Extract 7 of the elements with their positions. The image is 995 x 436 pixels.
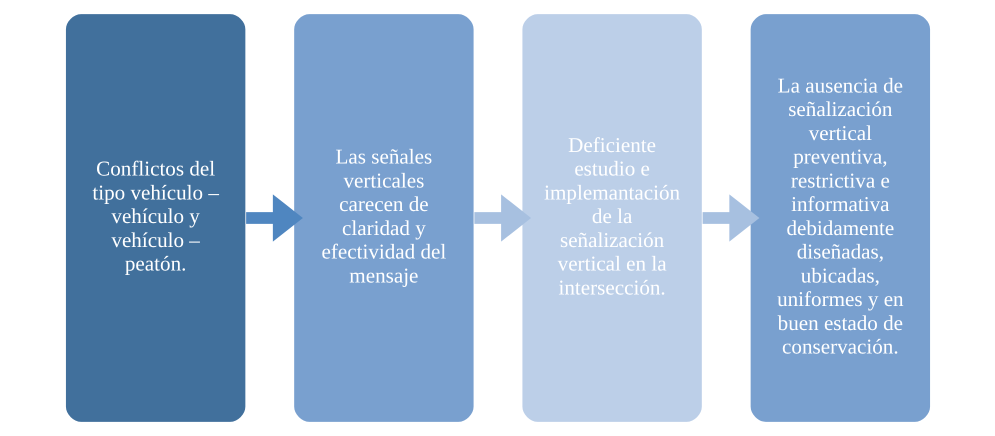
arrow bbox=[474, 194, 531, 242]
node-box: Las señales verticales carecen de claridad y efectividad del mensaje bbox=[292, 12, 474, 424]
node-box: Conflictos del tipo vehículo – vehículo y vehículo – peatón. bbox=[64, 12, 246, 424]
node-box: Deficiente estudio e implemantación de la señalización vertical en la intersección. bbox=[520, 12, 703, 424]
arrow bbox=[702, 194, 759, 242]
node-box: La ausencia de señalización vertical preventiva, restrictiva e informativa debidamente diseñadas, ubicadas, uniformes y en buen estado de conservación. bbox=[748, 12, 931, 424]
arrow bbox=[246, 194, 302, 242]
